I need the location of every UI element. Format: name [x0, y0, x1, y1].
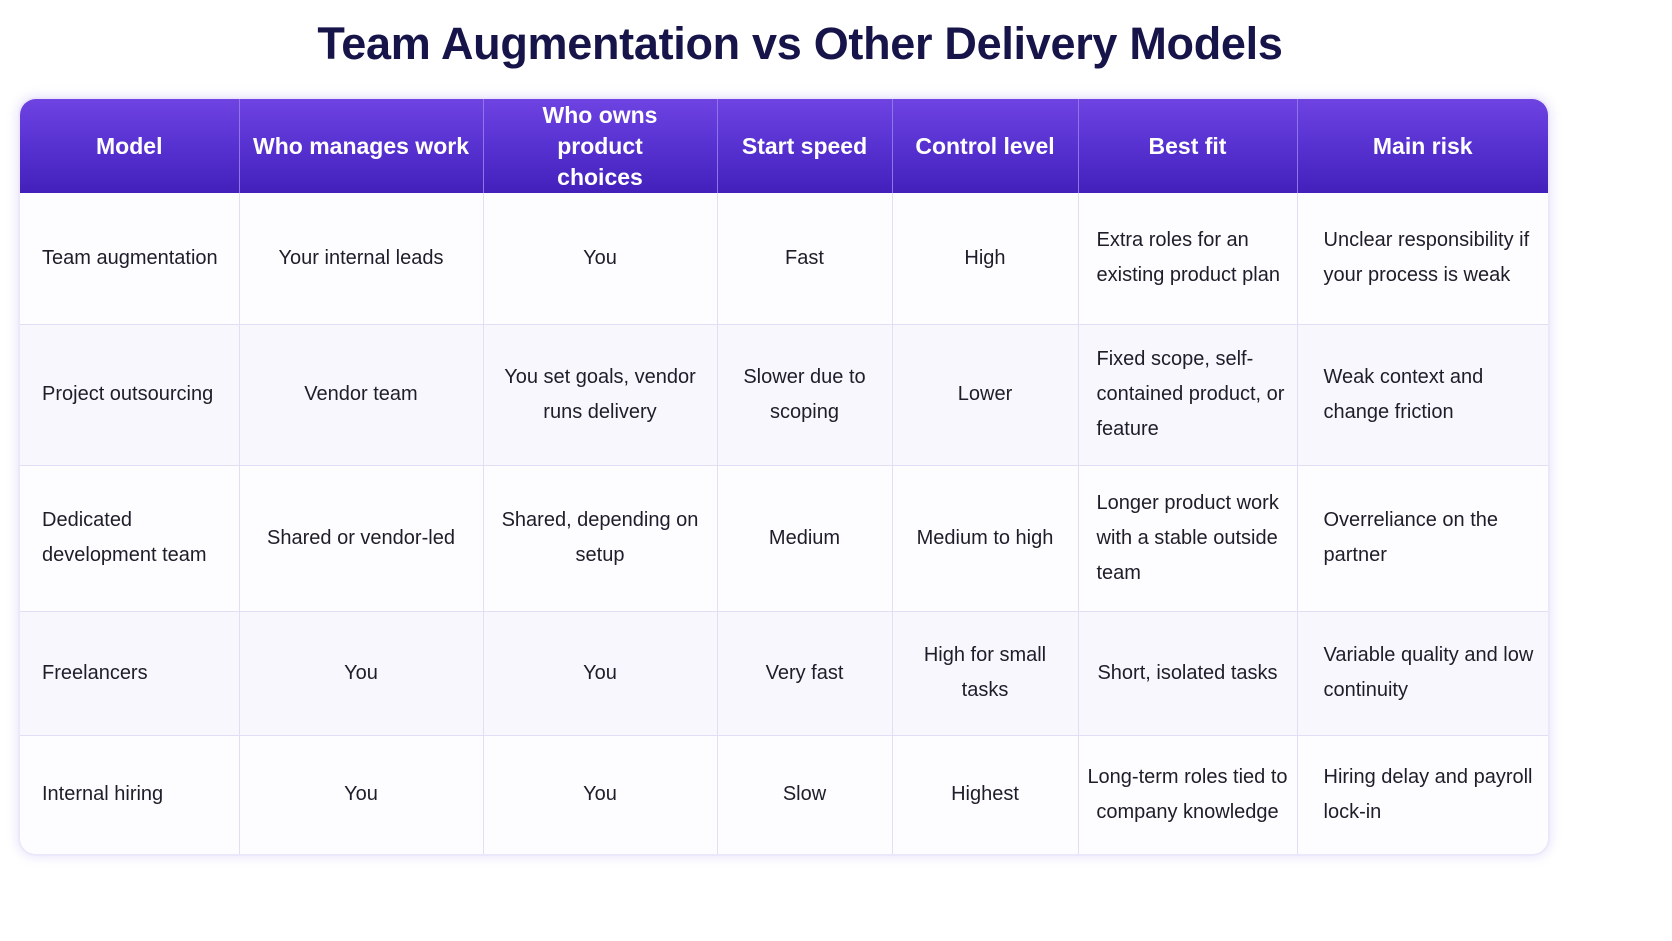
cell-speed: Very fast — [717, 611, 893, 736]
cell-control: Medium to high — [892, 465, 1079, 612]
header-best-fit: Best fit — [1078, 99, 1298, 193]
header-control-level: Control level — [892, 99, 1079, 193]
cell-model: Freelancers — [20, 611, 240, 736]
comparison-table: Model Who manages work Who owns product … — [20, 99, 1548, 854]
table-row: Freelancers You You Very fast High for s… — [20, 611, 1548, 736]
cell-manages: Your internal leads — [239, 193, 484, 325]
page-title: Team Augmentation vs Other Delivery Mode… — [317, 18, 1283, 69]
cell-risk: Variable quality and low continuity — [1297, 611, 1548, 736]
cell-model: Dedicated development team — [20, 465, 240, 612]
header-start-speed: Start speed — [717, 99, 893, 193]
table-row: Project outsourcing Vendor team You set … — [20, 324, 1548, 466]
cell-owns: You — [483, 193, 718, 325]
cell-risk: Unclear responsibility if your process i… — [1297, 193, 1548, 325]
cell-control: Lower — [892, 324, 1079, 466]
cell-owns: You — [483, 611, 718, 736]
header-who-owns-product-choices: Who owns product choices — [483, 99, 718, 193]
cell-speed: Medium — [717, 465, 893, 612]
cell-fit: Extra roles for an existing product plan — [1078, 193, 1298, 325]
cell-model: Internal hiring — [20, 735, 240, 854]
cell-fit: Longer product work with a stable outsid… — [1078, 465, 1298, 612]
cell-manages: You — [239, 735, 484, 854]
comparison-table-card: Model Who manages work Who owns product … — [20, 99, 1548, 854]
cell-risk: Overreliance on the partner — [1297, 465, 1548, 612]
cell-speed: Fast — [717, 193, 893, 325]
cell-owns: You — [483, 735, 718, 854]
cell-risk: Weak context and change friction — [1297, 324, 1548, 466]
cell-model: Project outsourcing — [20, 324, 240, 466]
cell-owns: Shared, depending on setup — [483, 465, 718, 612]
header-who-manages-work: Who manages work — [239, 99, 484, 193]
table-row: Dedicated development team Shared or ven… — [20, 465, 1548, 612]
cell-fit: Long-term roles tied to company knowledg… — [1078, 735, 1298, 854]
cell-speed: Slow — [717, 735, 893, 854]
cell-owns: You set goals, vendor runs delivery — [483, 324, 718, 466]
cell-fit: Short, isolated tasks — [1078, 611, 1298, 736]
table-row: Internal hiring You You Slow Highest Lon… — [20, 735, 1548, 854]
cell-control: Highest — [892, 735, 1079, 854]
cell-fit: Fixed scope, self-contained product, or … — [1078, 324, 1298, 466]
cell-speed: Slower due to scoping — [717, 324, 893, 466]
header-main-risk: Main risk — [1297, 99, 1548, 193]
table-header-row: Model Who manages work Who owns product … — [20, 99, 1548, 193]
table-row: Team augmentation Your internal leads Yo… — [20, 193, 1548, 325]
cell-manages: Vendor team — [239, 324, 484, 466]
cell-control: High for small tasks — [892, 611, 1079, 736]
cell-control: High — [892, 193, 1079, 325]
cell-model: Team augmentation — [20, 193, 240, 325]
cell-risk: Hiring delay and payroll lock-in — [1297, 735, 1548, 854]
cell-manages: You — [239, 611, 484, 736]
header-model: Model — [20, 99, 240, 193]
cell-manages: Shared or vendor-led — [239, 465, 484, 612]
